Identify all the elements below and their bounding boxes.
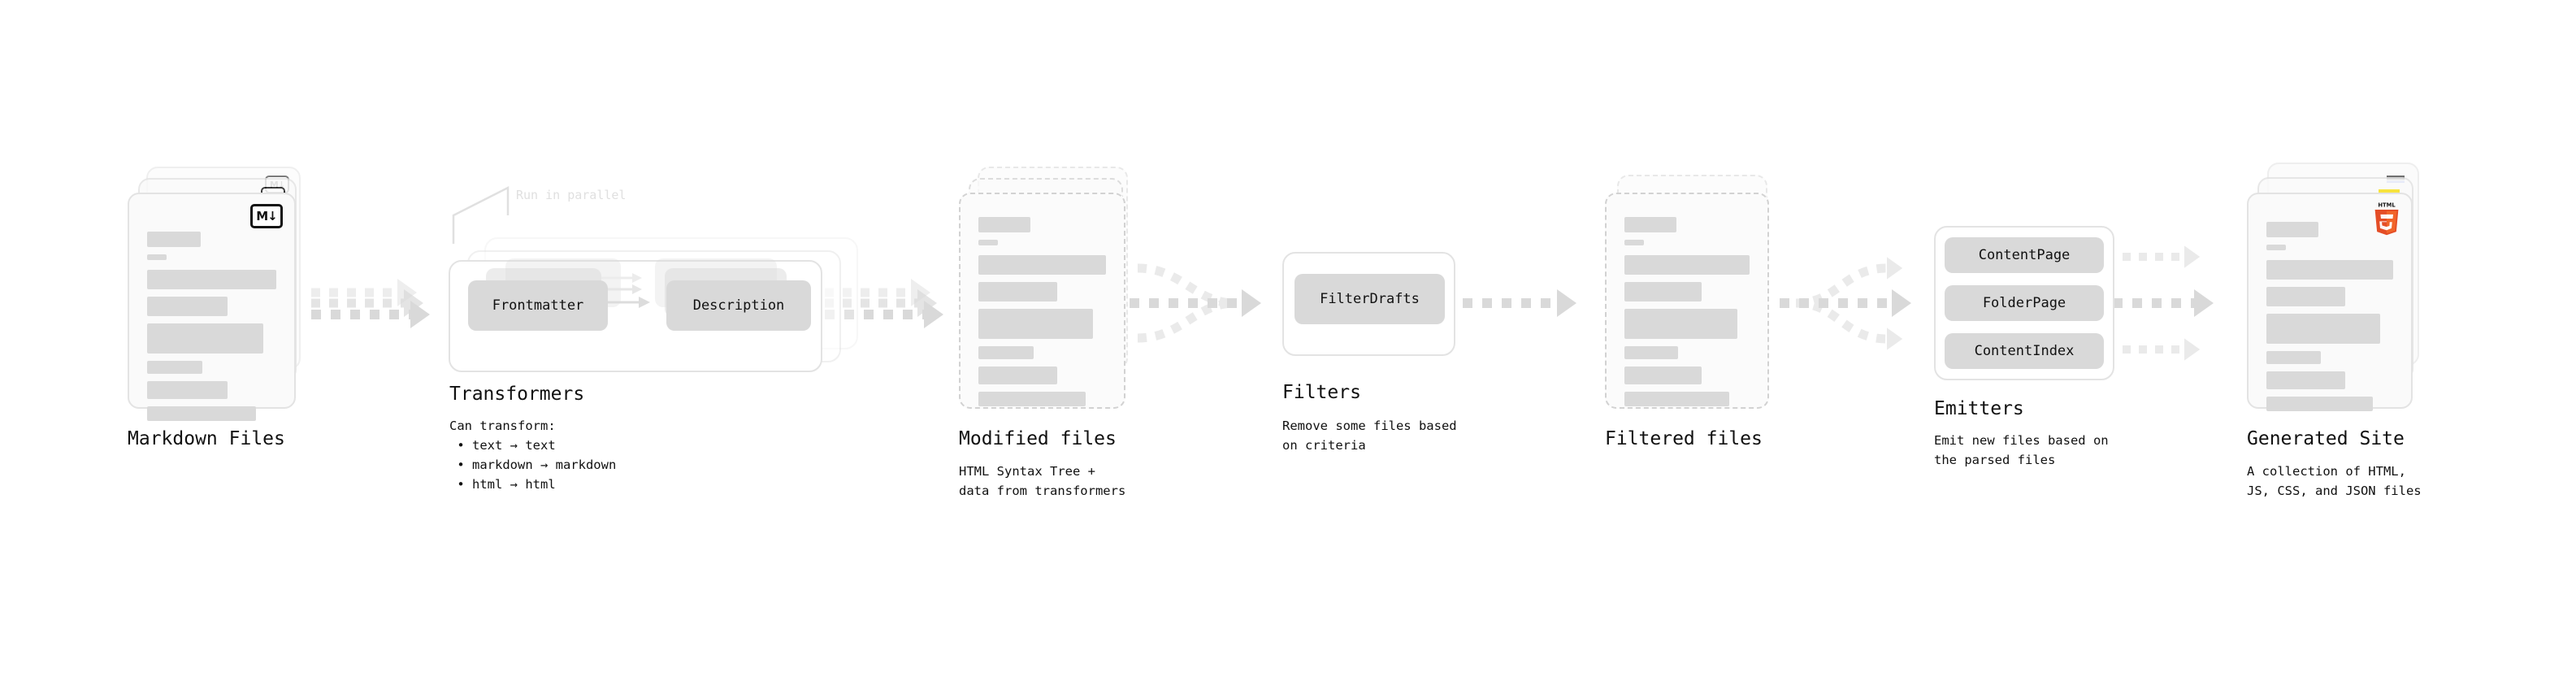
modified-card-front[interactable] <box>959 193 1125 409</box>
arrow-modified-to-filters <box>1130 263 1261 343</box>
modified-files-subtitle: HTML Syntax Tree + data from transformer… <box>959 464 1126 499</box>
markdown-icon: M↓ <box>250 204 283 228</box>
page-title-emitters: Emitters <box>1934 398 2024 419</box>
generated-card-front[interactable]: HTML <box>2247 193 2413 411</box>
doc-content-bars <box>2266 222 2393 419</box>
markdown-card-front[interactable]: M↓ <box>128 193 296 421</box>
generated-site-subtitle: A collection of HTML, JS, CSS, and JSON … <box>2247 464 2422 499</box>
content-index-chip[interactable]: ContentIndex <box>1945 333 2104 369</box>
arrow-filters-to-filtered <box>1463 289 1576 317</box>
page-title-filtered-files: Filtered files <box>1605 428 1763 449</box>
filter-drafts-chip-label: FilterDrafts <box>1320 291 1420 307</box>
content-page-chip-label: ContentPage <box>1978 247 2071 263</box>
page-title-markdown-files: Markdown Files <box>128 428 285 449</box>
emitters-subtitle: Emit new files based on the parsed files <box>1934 433 2109 468</box>
doc-content-bars <box>1624 217 1750 414</box>
transformers-subtitle: Can transform: • text → text • markdown … <box>449 419 617 492</box>
arrow-emitters-to-site <box>2113 245 2214 361</box>
folder-page-chip-label: FolderPage <box>1982 295 2066 311</box>
page-title-transformers: Transformers <box>449 384 585 405</box>
filtered-card-front[interactable] <box>1605 193 1769 409</box>
page-title-filters: Filters <box>1282 382 1361 403</box>
description-chip[interactable]: Description <box>666 280 811 331</box>
arrow-filtered-to-emitters <box>1780 257 1911 350</box>
svg-text:HTML: HTML <box>2378 202 2396 209</box>
html5-icon: HTML <box>2374 202 2399 236</box>
run-in-parallel-label: Run in parallel <box>516 188 627 202</box>
filters-subtitle: Remove some files based on criteria <box>1282 419 1457 453</box>
description-chip-label: Description <box>692 297 785 314</box>
arrow-markdown-to-transformers <box>311 279 430 328</box>
folder-page-chip[interactable]: FolderPage <box>1945 285 2104 321</box>
run-in-parallel-bracket <box>452 185 510 244</box>
page-title-modified-files: Modified files <box>959 428 1117 449</box>
content-page-chip[interactable]: ContentPage <box>1945 237 2104 273</box>
doc-content-bars <box>978 217 1106 414</box>
frontmatter-chip-label: Frontmatter <box>492 297 584 314</box>
filter-drafts-chip[interactable]: FilterDrafts <box>1295 274 1445 324</box>
frontmatter-chip[interactable]: Frontmatter <box>468 280 608 331</box>
content-index-chip-label: ContentIndex <box>1974 343 2075 359</box>
arrow-transformers-to-modified <box>825 279 943 328</box>
doc-content-bars <box>147 232 276 428</box>
page-title-generated-site: Generated Site <box>2247 428 2405 449</box>
